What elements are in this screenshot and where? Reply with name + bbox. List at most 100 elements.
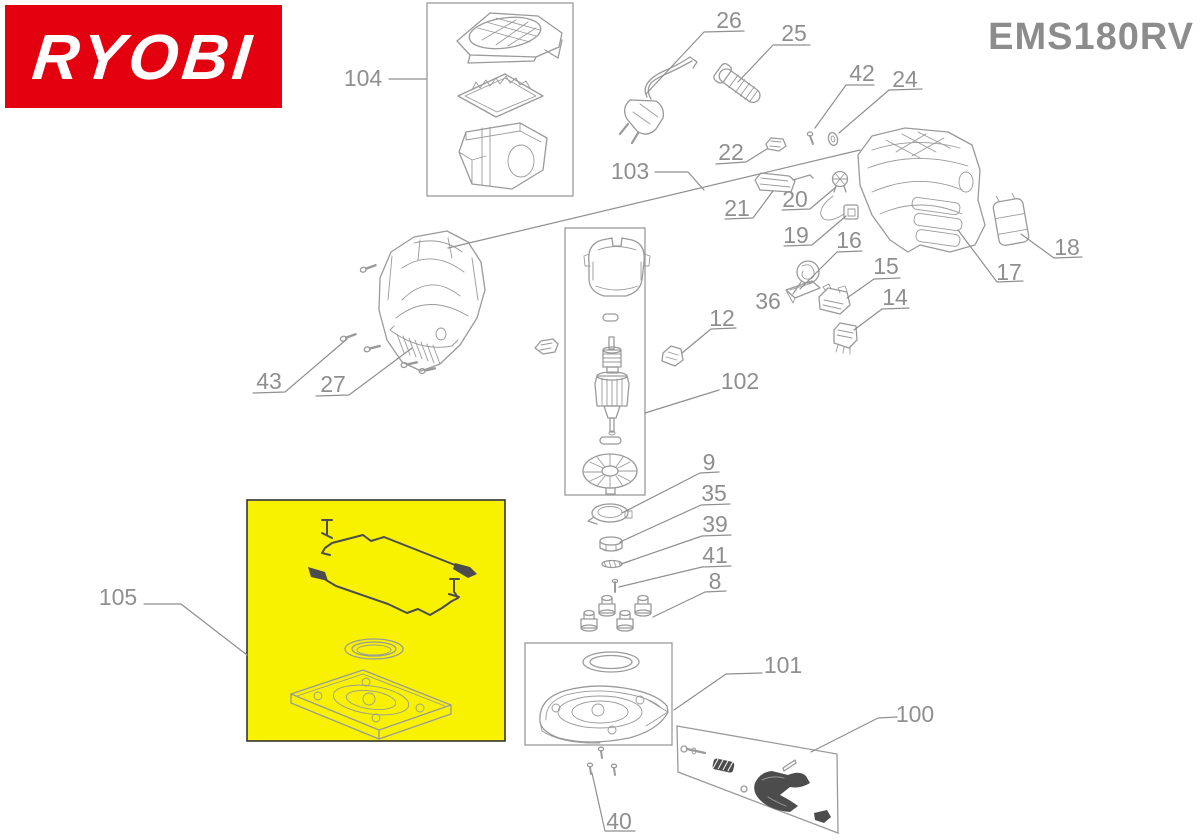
switch-14-drawing [833, 322, 858, 355]
fan-drawing [582, 453, 638, 495]
leader-line-14 [853, 307, 910, 331]
clamp-kit-100-drawing [680, 745, 831, 823]
pin-41-drawing [611, 578, 619, 593]
leader-line-35 [619, 503, 731, 543]
housing-right-drawing [857, 127, 986, 253]
base-plate-105-drawing [290, 669, 452, 740]
part-label-17[interactable]: 17 [996, 259, 1022, 285]
cord-protector-drawing [713, 62, 761, 104]
leader-line-26 [645, 30, 745, 95]
part-label-24[interactable]: 24 [892, 66, 918, 92]
leader-line-21 [724, 190, 774, 220]
leader-line-9 [621, 471, 720, 514]
leader-line-105 [143, 603, 248, 656]
group-box-102[interactable] [564, 227, 646, 496]
leader-line-101 [673, 672, 763, 711]
part-label-35[interactable]: 35 [701, 480, 727, 506]
group-box-101[interactable] [524, 642, 673, 746]
leader-line-42 [814, 84, 875, 129]
part-label-41[interactable]: 41 [702, 542, 728, 568]
part-label-104[interactable]: 104 [344, 65, 383, 91]
leader-line-39 [620, 534, 732, 565]
switch-15-drawing [818, 283, 851, 315]
capacitor-18-drawing [992, 192, 1030, 246]
leader-line-18 [1020, 233, 1083, 259]
base-plate-101-drawing [539, 685, 669, 744]
ryobi-logo: RYOBI [5, 5, 282, 108]
screws-40-drawing [586, 746, 618, 776]
bearing-9-drawing [587, 503, 633, 525]
switch-21-drawing [754, 172, 814, 193]
part-label-103[interactable]: 103 [611, 158, 649, 184]
leader-line-19 [783, 215, 847, 247]
leader-line-16 [799, 250, 863, 290]
leader-line-17 [957, 229, 1024, 283]
leader-line-22 [715, 148, 768, 165]
housing-screws-drawing [339, 264, 437, 375]
leader-line-24 [838, 88, 923, 134]
part-label-39[interactable]: 39 [702, 511, 728, 537]
dust-filter-drawing [457, 73, 544, 118]
part-label-layer: 104 26 25 42 24 22 103 21 20 19 16 36 15 14 17 18 12 102 9… [99, 7, 1083, 834]
clip-12-drawing [661, 345, 684, 367]
part-label-15[interactable]: 15 [873, 253, 899, 279]
leader-line-102 [644, 389, 720, 414]
part-label-8[interactable]: 8 [709, 568, 722, 594]
rubber-feet-8-drawing [580, 594, 652, 632]
seal-ring-105-drawing [344, 638, 404, 660]
part-label-43[interactable]: 43 [256, 368, 282, 394]
bail-wires-drawing [308, 519, 477, 616]
clip-22-drawing [765, 137, 787, 152]
part-label-105[interactable]: 105 [99, 584, 137, 610]
part-label-36[interactable]: 36 [755, 288, 781, 314]
stator-drawing [583, 237, 651, 297]
power-cord-drawing [618, 56, 698, 145]
part-label-14[interactable]: 14 [882, 284, 908, 310]
part-label-40[interactable]: 40 [606, 808, 632, 834]
seal-ring-101-drawing [582, 651, 640, 673]
armature-drawing [594, 336, 630, 436]
part-label-22[interactable]: 22 [718, 139, 744, 165]
part-label-16[interactable]: 16 [836, 227, 862, 253]
dust-box-drawing [458, 122, 548, 190]
clip-left-drawing [534, 338, 559, 355]
cap-35-drawing [599, 536, 623, 552]
brush-16-drawing [792, 260, 820, 295]
group-box-100[interactable] [676, 725, 839, 834]
spacer-pill-bottom-drawing [599, 436, 622, 445]
knob-20-drawing [831, 170, 849, 193]
highlighted-part-box-105[interactable] [246, 499, 506, 742]
leader-line-8 [652, 590, 727, 618]
leader-line-15 [846, 277, 901, 299]
part-label-21[interactable]: 21 [724, 195, 750, 221]
washer-39-drawing [601, 559, 623, 569]
group-box-104[interactable] [426, 2, 574, 197]
part-label-20[interactable]: 20 [782, 186, 808, 212]
part-label-25[interactable]: 25 [781, 20, 807, 46]
part-label-100[interactable]: 100 [896, 701, 934, 727]
leader-line-25 [737, 44, 811, 83]
part-label-101[interactable]: 101 [764, 652, 802, 678]
leader-line-43 [252, 338, 348, 394]
part-label-9[interactable]: 9 [703, 449, 716, 475]
part-label-18[interactable]: 18 [1054, 234, 1080, 260]
part-label-42[interactable]: 42 [849, 60, 875, 86]
part-label-19[interactable]: 19 [783, 222, 809, 248]
leader-line-40 [591, 772, 636, 832]
leader-line-100 [810, 716, 898, 753]
leader-line-103 [654, 171, 705, 191]
screw-42-drawing [806, 131, 814, 145]
part-label-102[interactable]: 102 [721, 368, 759, 394]
spacer-pill-top-drawing [602, 313, 619, 322]
leader-line-27 [315, 347, 413, 397]
leader-line-41 [618, 565, 732, 588]
ring-24-drawing [827, 131, 839, 147]
part-label-26[interactable]: 26 [716, 7, 742, 33]
housing-left-drawing [378, 230, 486, 372]
part-label-27[interactable]: 27 [320, 371, 346, 397]
part-label-12[interactable]: 12 [709, 305, 735, 331]
leader-line-20 [781, 186, 837, 211]
bracket-36-drawing [785, 280, 821, 304]
dust-box-cover-drawing [456, 12, 563, 64]
